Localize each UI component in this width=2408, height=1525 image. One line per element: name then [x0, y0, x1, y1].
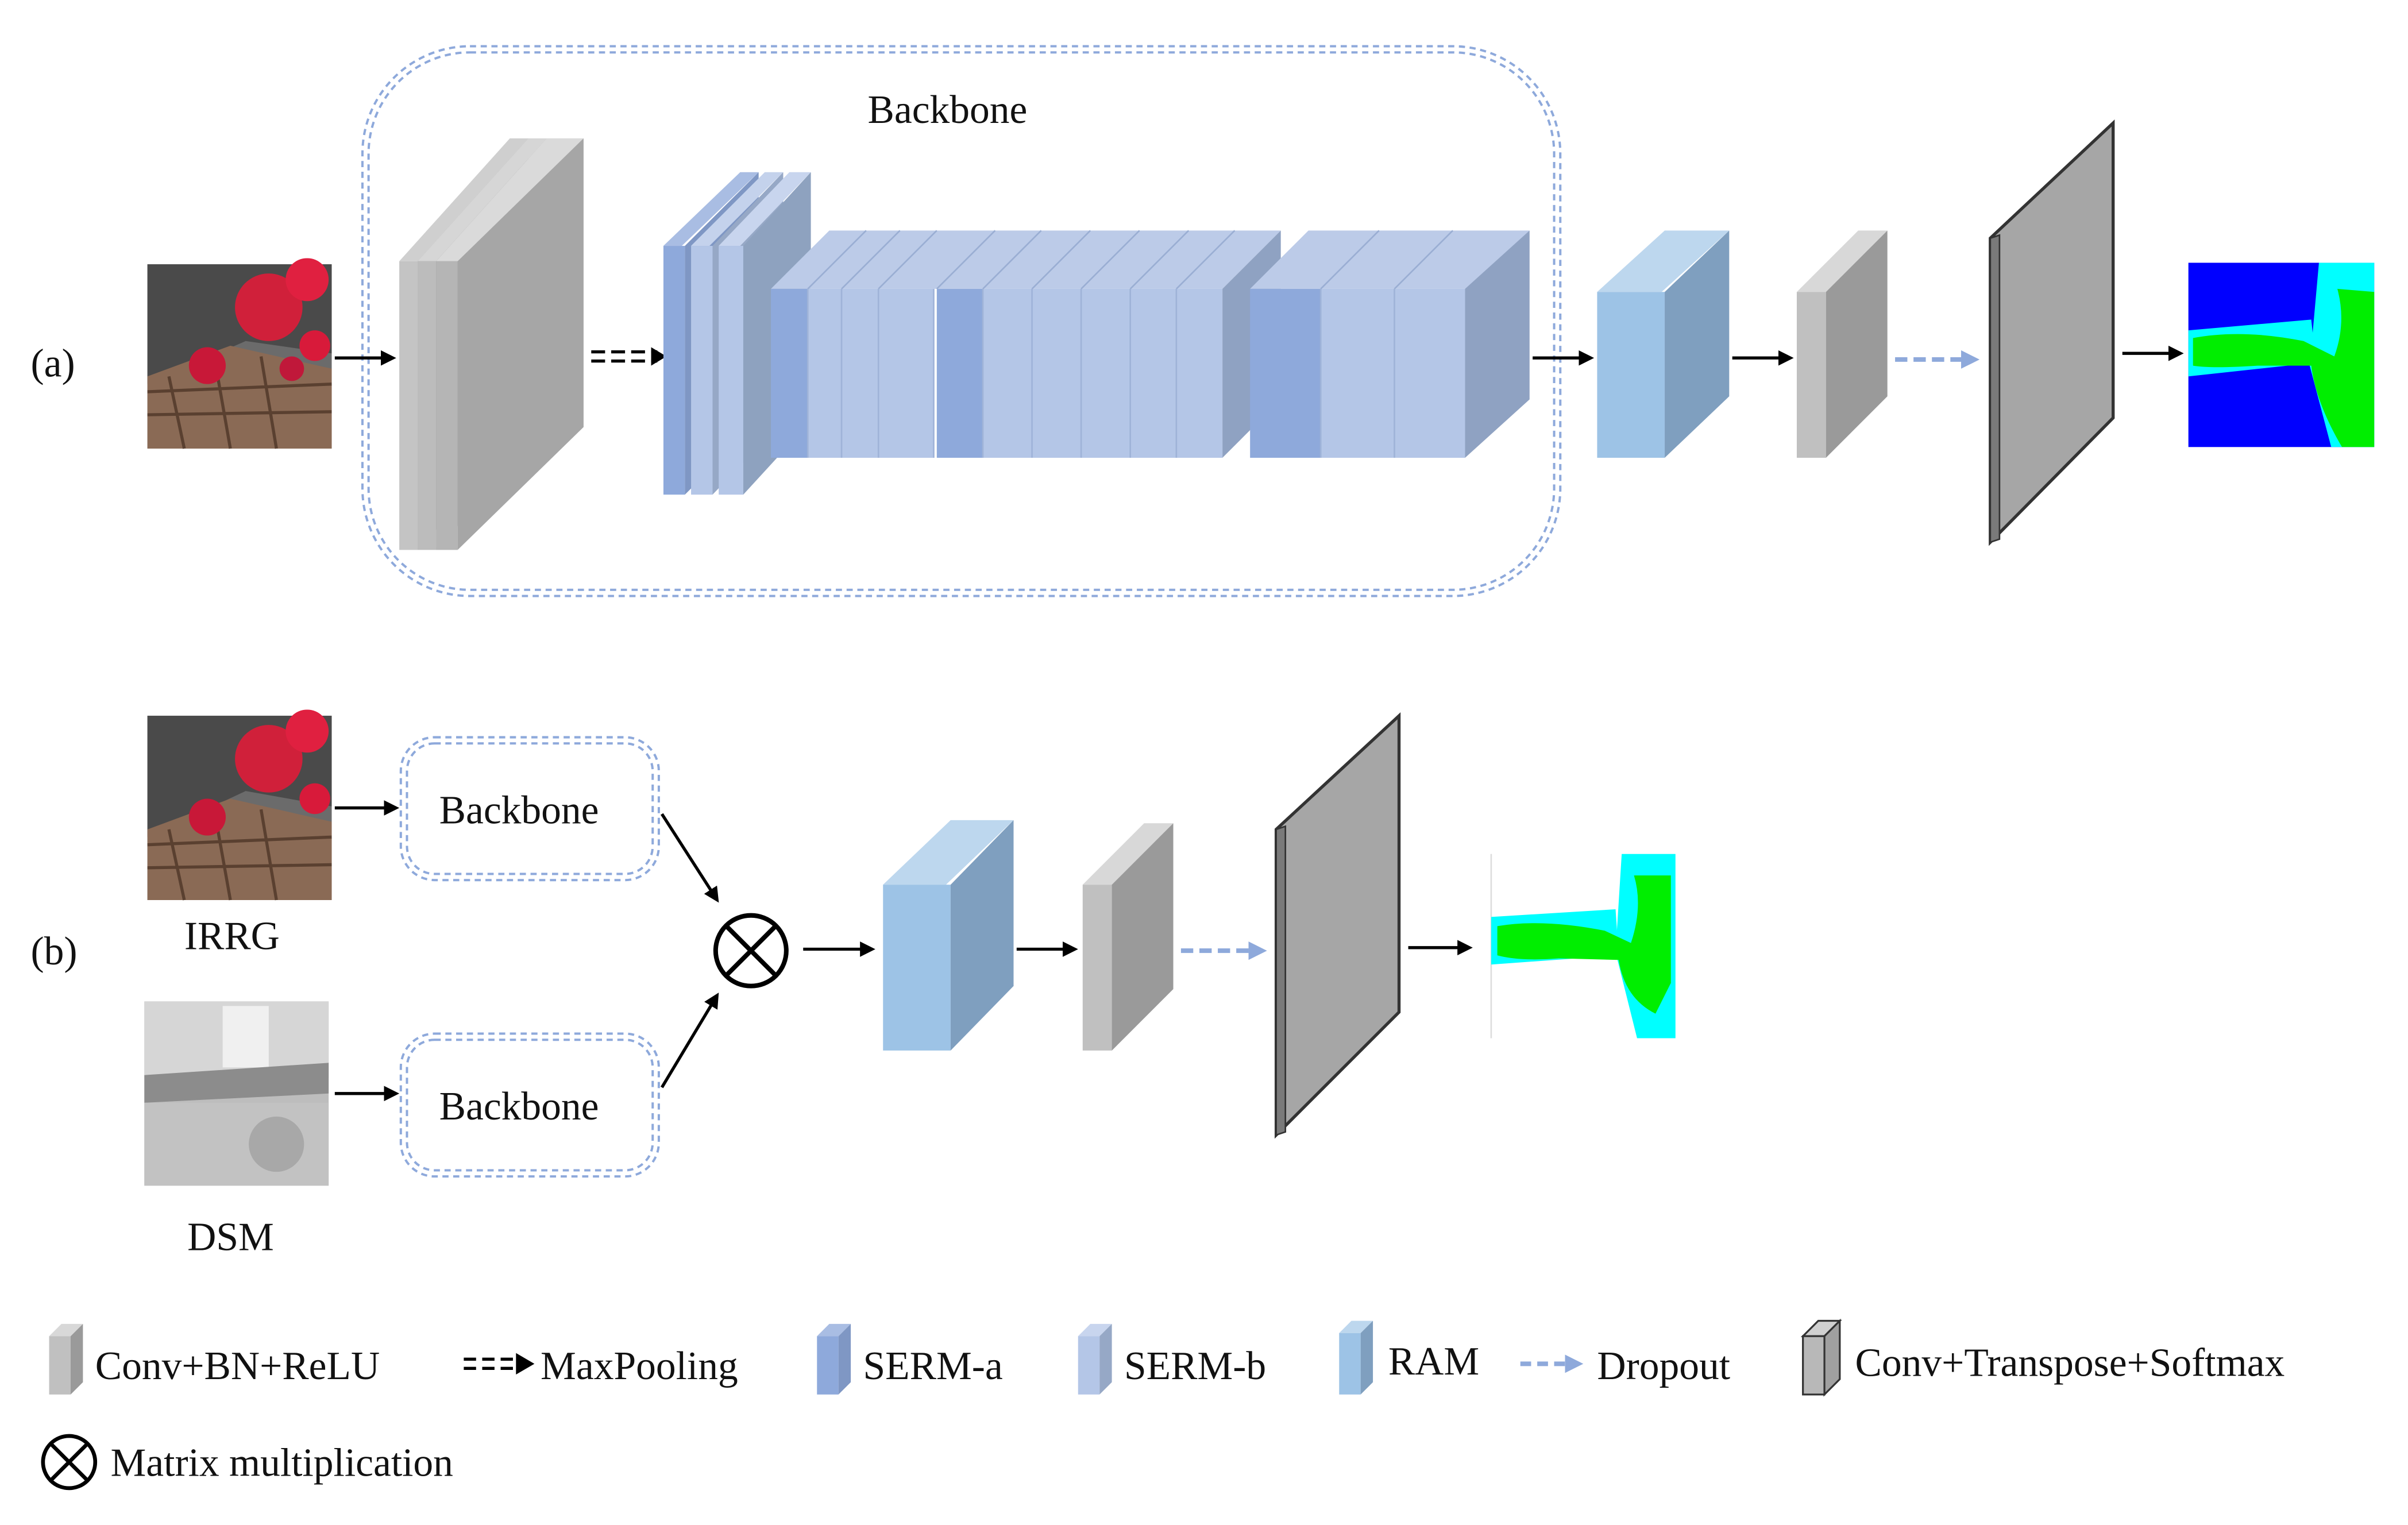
matrix-multiplication-icon	[713, 913, 789, 989]
legend-matmul-icon	[41, 1434, 98, 1491]
legend-conv-label: Conv+BN+ReLU	[95, 1344, 380, 1388]
input-image-irrg	[147, 709, 332, 901]
input-image-dsm	[144, 1001, 329, 1186]
legend-conv-icon	[49, 1323, 83, 1395]
part-b-label: (b)	[30, 929, 77, 974]
serm-stage-2	[771, 230, 1281, 458]
legend-maxpool-icon	[464, 1353, 535, 1375]
legend-deconv-icon	[1800, 1318, 1842, 1397]
conv-block-a2	[1796, 230, 1888, 458]
legend-serm-b-icon	[1078, 1323, 1112, 1395]
segmentation-output-a	[2188, 262, 2375, 447]
legend-maxpool-label: MaxPooling	[541, 1344, 738, 1388]
dsm-caption: DSM	[187, 1215, 274, 1260]
ram-block-b	[883, 820, 1014, 1051]
serm-stage-3	[1250, 230, 1530, 458]
deconv-plate-a	[1989, 119, 2115, 546]
backbone-box-dsm	[399, 1032, 660, 1178]
part-a-label: (a)	[30, 341, 75, 385]
legend: Conv+BN+ReLU MaxPooling SERM-a SERM-b RA…	[41, 1318, 2285, 1491]
backbone-title: Backbone	[868, 88, 1028, 132]
legend-serm-a-label: SERM-a	[863, 1344, 1002, 1388]
legend-ram-icon	[1339, 1321, 1373, 1395]
irrg-caption: IRRG	[184, 914, 280, 958]
legend-dropout-label: Dropout	[1597, 1344, 1730, 1388]
arrow-backbone-irrg-to-mult	[661, 813, 719, 903]
input-image-a	[147, 258, 332, 449]
arrow-backbone-dsm-to-mult	[660, 993, 719, 1088]
legend-ram-label: RAM	[1388, 1339, 1479, 1384]
segmentation-output-b	[1490, 854, 1676, 1038]
conv-block-a	[399, 138, 584, 550]
backbone-label-dsm: Backbone	[439, 1084, 599, 1129]
legend-matmul-label: Matrix multiplication	[110, 1441, 453, 1485]
maxpool-arrow-a	[591, 347, 667, 366]
ram-block-a	[1597, 230, 1730, 458]
legend-serm-b-label: SERM-b	[1124, 1344, 1266, 1388]
backbone-label-irrg: Backbone	[439, 788, 599, 832]
deconv-plate-b	[1274, 712, 1401, 1139]
conv-block-b	[1082, 823, 1174, 1051]
backbone-box-irrg	[399, 736, 660, 882]
legend-serm-a-icon	[817, 1323, 851, 1395]
legend-deconv-label: Conv+Transpose+Softmax	[1855, 1341, 2285, 1385]
